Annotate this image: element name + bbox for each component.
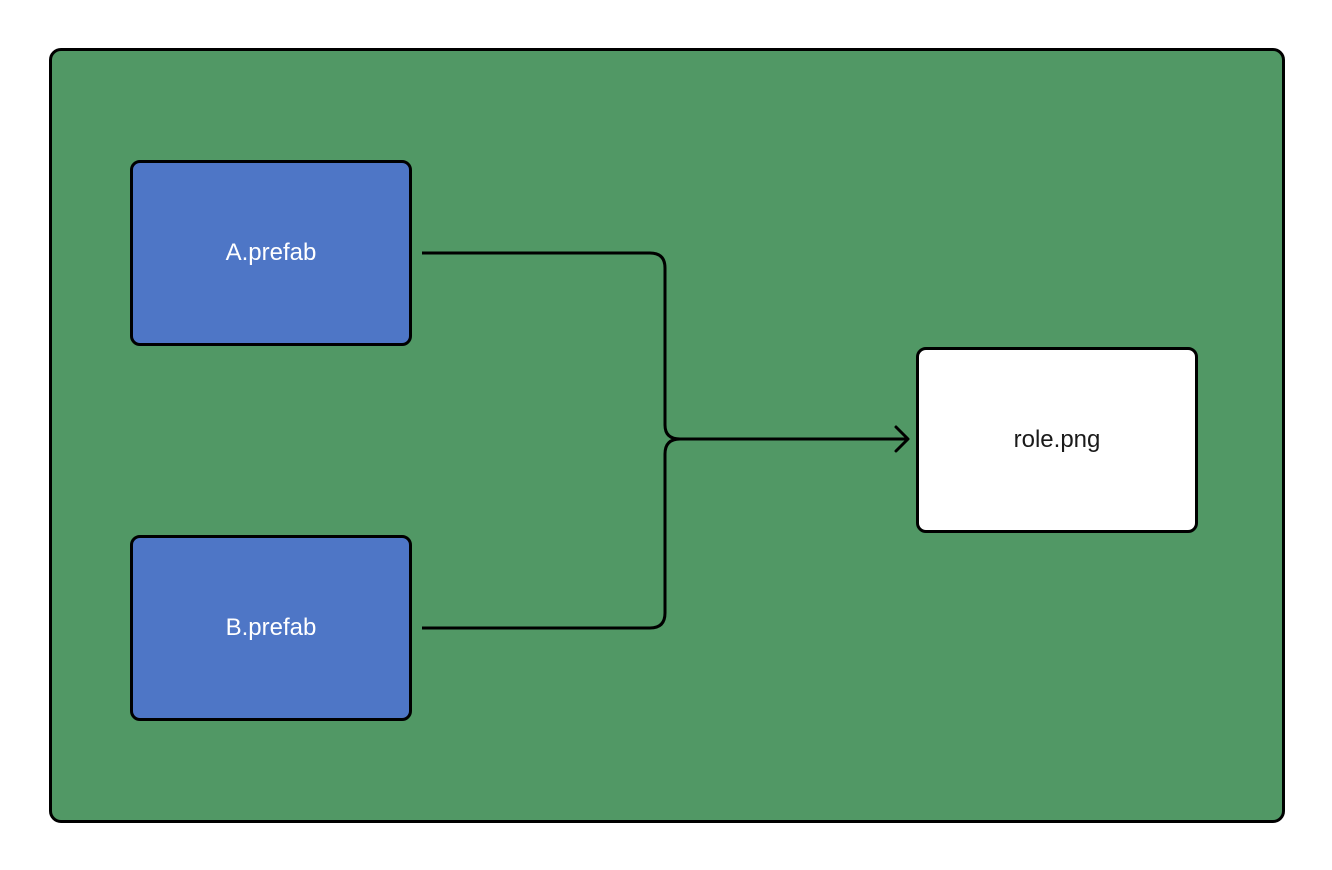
node-role-png[interactable]: role.png: [916, 347, 1198, 533]
node-b-prefab[interactable]: B.prefab: [130, 535, 412, 721]
node-a-prefab[interactable]: A.prefab: [130, 160, 412, 346]
node-role-label: role.png: [1013, 426, 1101, 453]
node-a-label: A.prefab: [225, 239, 317, 266]
node-b-label: B.prefab: [225, 614, 317, 641]
